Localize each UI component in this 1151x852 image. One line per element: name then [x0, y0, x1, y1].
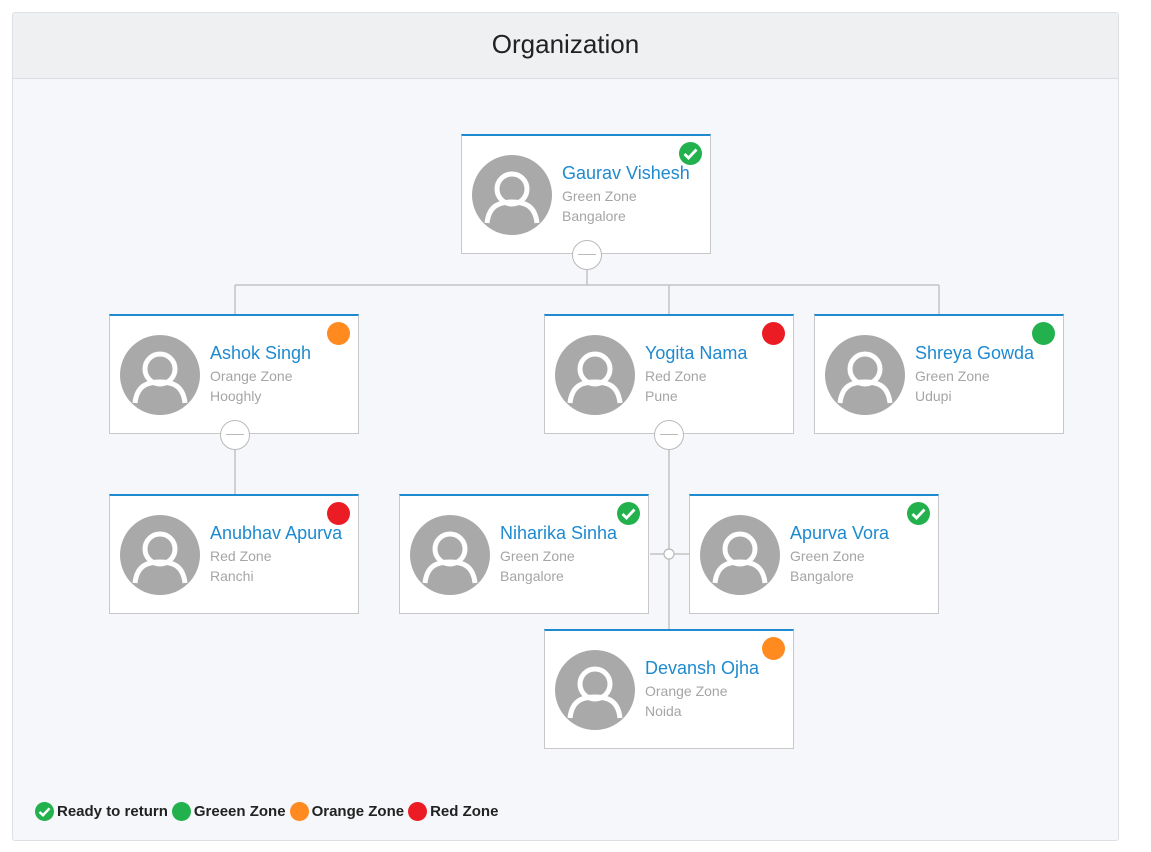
orange-dot-icon — [327, 322, 350, 345]
org-node-apurva[interactable]: Apurva Vora Green Zone Bangalore — [689, 494, 939, 614]
node-zone: Green Zone — [562, 188, 637, 204]
node-name[interactable]: Niharika Sinha — [500, 523, 618, 543]
node-name[interactable]: Ashok Singh — [210, 343, 312, 363]
node-city: Udupi — [915, 388, 952, 404]
legend-label: Greeen Zone — [193, 802, 286, 820]
avatar-icon — [825, 335, 905, 415]
green-dot-icon — [171, 801, 191, 821]
org-node-anubhav[interactable]: Anubhav Apurva Red Zone Ranchi — [109, 494, 359, 614]
panel-header: Organization — [13, 13, 1118, 79]
avatar-icon — [555, 335, 635, 415]
orange-dot-icon — [762, 637, 785, 660]
node-name[interactable]: Yogita Nama — [645, 343, 748, 363]
avatar-icon — [120, 515, 200, 595]
avatar-icon — [700, 515, 780, 595]
junction-dot — [663, 548, 675, 560]
avatar-icon — [555, 650, 635, 730]
node-city: Noida — [645, 703, 682, 719]
org-node-gaurav[interactable]: Gaurav Vishesh Green Zone Bangalore — [461, 134, 711, 254]
node-name[interactable]: Anubhav Apurva — [210, 523, 343, 543]
legend-item-ready: Ready to return — [35, 801, 168, 821]
node-city: Hooghly — [210, 388, 262, 404]
legend-item-red: Red Zone — [408, 801, 499, 821]
legend-item-green: Greeen Zone — [171, 801, 286, 821]
ready-icon — [679, 142, 702, 165]
ready-icon — [617, 502, 640, 525]
node-zone: Orange Zone — [645, 683, 728, 699]
node-city: Bangalore — [562, 208, 626, 224]
red-dot-icon — [327, 502, 350, 525]
avatar-icon — [472, 155, 552, 235]
node-city: Bangalore — [500, 568, 564, 584]
org-node-devansh[interactable]: Devansh Ojha Orange Zone Noida — [544, 629, 794, 749]
node-zone: Green Zone — [500, 548, 575, 564]
node-zone: Red Zone — [645, 368, 707, 384]
org-node-shreya[interactable]: Shreya Gowda Green Zone Udupi — [814, 314, 1064, 434]
green-dot-icon — [1032, 322, 1055, 345]
legend-label: Orange Zone — [311, 802, 405, 820]
collapse-toggle-gaurav[interactable] — [572, 240, 602, 270]
avatar-icon — [120, 335, 200, 415]
node-name[interactable]: Devansh Ojha — [645, 658, 760, 678]
page-title: Organization — [491, 29, 640, 59]
ready-check-icon — [35, 801, 54, 821]
node-city: Pune — [645, 388, 678, 404]
avatar-icon — [410, 515, 490, 595]
node-zone: Green Zone — [915, 368, 990, 384]
collapse-toggle-ashok[interactable] — [220, 420, 250, 450]
collapse-toggle-yogita[interactable] — [654, 420, 684, 450]
node-zone: Green Zone — [790, 548, 865, 564]
org-node-yogita[interactable]: Yogita Nama Red Zone Pune — [544, 314, 794, 434]
legend-item-orange: Orange Zone — [289, 801, 405, 821]
node-name[interactable]: Shreya Gowda — [915, 343, 1035, 363]
node-name[interactable]: Gaurav Vishesh — [562, 163, 690, 183]
red-dot-icon — [762, 322, 785, 345]
orange-dot-icon — [289, 801, 309, 821]
org-node-ashok[interactable]: Ashok Singh Orange Zone Hooghly — [109, 314, 359, 434]
red-dot-icon — [408, 801, 428, 821]
legend: Ready to return Greeen Zone Orange Zone … — [35, 801, 502, 821]
node-zone: Orange Zone — [210, 368, 293, 384]
org-node-niharika[interactable]: Niharika Sinha Green Zone Bangalore — [399, 494, 649, 614]
node-city: Ranchi — [210, 568, 254, 584]
legend-label: Ready to return — [57, 802, 168, 820]
node-zone: Red Zone — [210, 548, 272, 564]
ready-icon — [907, 502, 930, 525]
legend-label: Red Zone — [430, 802, 499, 820]
node-name[interactable]: Apurva Vora — [790, 523, 890, 543]
node-city: Bangalore — [790, 568, 854, 584]
